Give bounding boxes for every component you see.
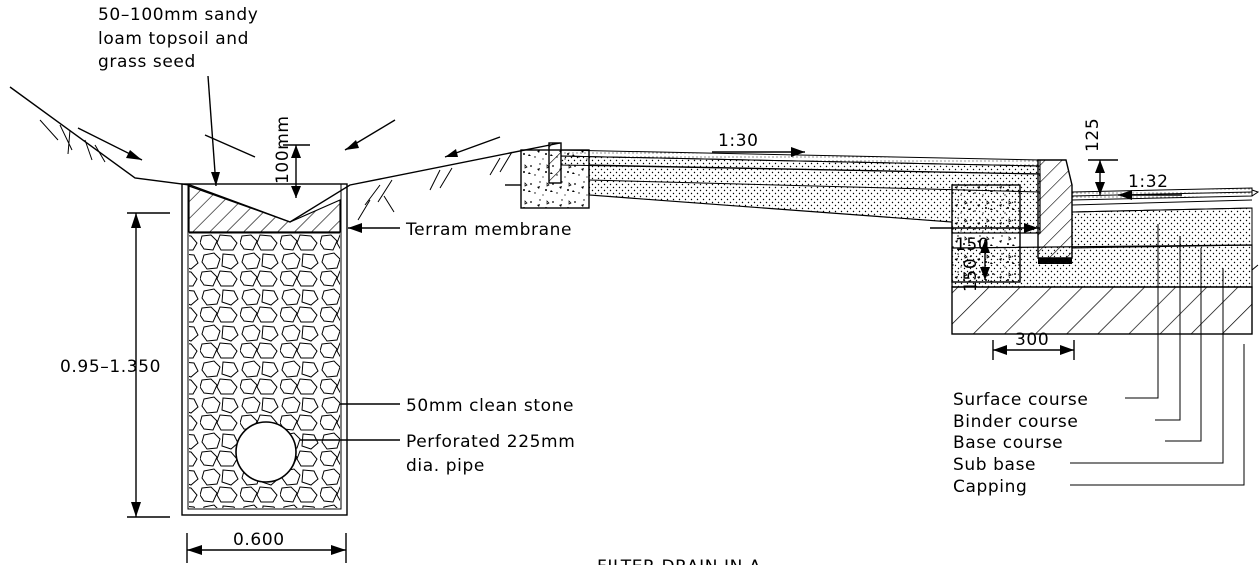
crossfall-1-32-label: 1:32: [1128, 172, 1169, 192]
dim-125-label: 125: [1083, 118, 1103, 152]
binder-course-label: Binder course: [953, 412, 1078, 432]
pipe-label-line2: dia. pipe: [406, 456, 485, 476]
right-pavement: [951, 187, 1260, 335]
crossfall-1-30-label: 1:30: [718, 131, 759, 151]
filter-drain-trench: [181, 183, 348, 516]
topsoil-layer: [188, 185, 341, 233]
drawing-title: FILTER DRAIN IN A: [597, 557, 761, 565]
surface-course-label: Surface course: [953, 390, 1088, 410]
dim-300-label: 300: [1015, 330, 1049, 350]
carriageway-layers: [560, 149, 1073, 283]
topsoil-label-line3: grass seed: [98, 52, 196, 72]
depth-100mm-label: 100mm: [273, 115, 293, 184]
dim-150-vertical-label: 150: [961, 258, 981, 292]
clean-stone-label: 50mm clean stone: [406, 396, 574, 416]
base-course-label: Base course: [953, 433, 1063, 453]
pavement-dimensions: [712, 147, 1245, 486]
terram-membrane-label: Terram membrane: [405, 220, 572, 240]
trench-width-label: 0.600: [233, 530, 285, 550]
ground-profile: [9, 86, 561, 223]
sub-base-label: Sub base: [953, 455, 1036, 475]
drain-dimensions: [127, 75, 400, 563]
topsoil-label-line1: 50–100mm sandy: [98, 5, 258, 25]
perforated-pipe: [235, 421, 297, 483]
pipe-label-line1: Perforated 225mm: [406, 432, 575, 452]
dim-150-horizontal-label: 150: [955, 235, 989, 255]
capping-label: Capping: [953, 477, 1027, 497]
trench-depth-label: 0.95–1.350: [60, 357, 161, 377]
annotations: 50–100mm sandy loam topsoil and grass se…: [60, 5, 1169, 565]
topsoil-label-line2: loam topsoil and: [98, 29, 249, 49]
